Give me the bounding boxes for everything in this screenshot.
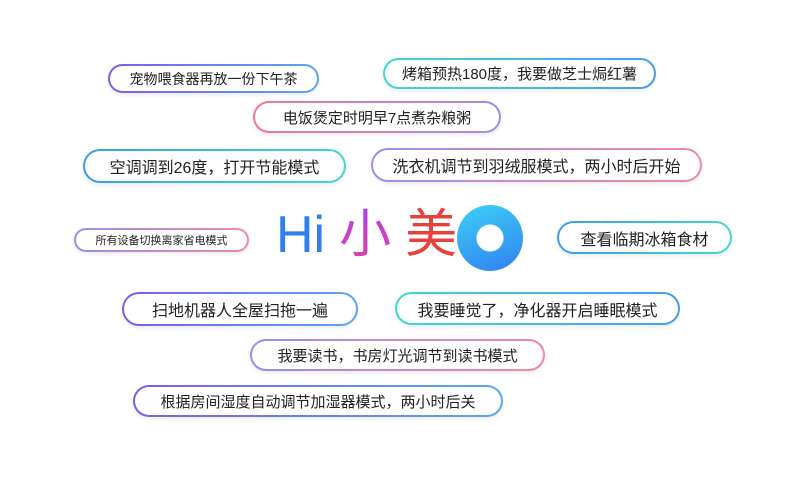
- command-washing-machine[interactable]: 洗衣机调节到羽绒服模式，两小时后开始: [371, 148, 702, 182]
- command-pet-feeder[interactable]: 宠物喂食器再放一份下午茶: [108, 64, 319, 93]
- command-oven[interactable]: 烤箱预热180度，我要做芝士焗红薯: [383, 58, 656, 89]
- voice-ring-icon[interactable]: [457, 205, 523, 271]
- assistant-title: Hi 小 美: [276, 203, 457, 267]
- command-purifier-sleep[interactable]: 我要睡觉了，净化器开启睡眠模式: [395, 292, 680, 325]
- title-hi: Hi: [276, 206, 326, 264]
- title-mei: 美: [405, 206, 458, 264]
- command-humidifier[interactable]: 根据房间湿度自动调节加湿器模式，两小时后关: [133, 385, 503, 417]
- command-reading-light[interactable]: 我要读书，书房灯光调节到读书模式: [250, 339, 545, 371]
- title-xiao: 小: [339, 203, 391, 267]
- command-air-conditioner[interactable]: 空调调到26度，打开节能模式: [83, 149, 346, 183]
- command-robot-vacuum[interactable]: 扫地机器人全屋扫拖一遍: [122, 292, 358, 326]
- command-fridge-check[interactable]: 查看临期冰箱食材: [557, 221, 732, 254]
- command-away-mode[interactable]: 所有设备切换离家省电模式: [74, 228, 249, 252]
- command-rice-cooker[interactable]: 电饭煲定时明早7点煮杂粮粥: [253, 101, 501, 133]
